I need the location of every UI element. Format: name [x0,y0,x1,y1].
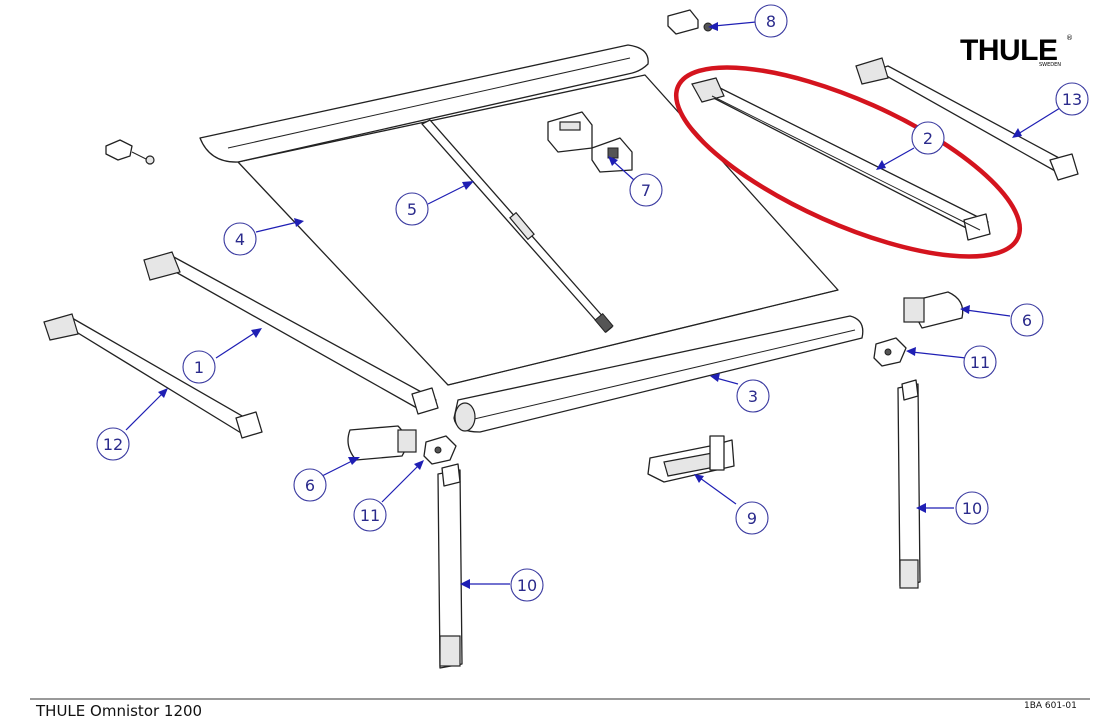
callout-12: 12 [96,427,130,461]
part-10-leg-right [897,379,921,589]
callout-6-left: 6 [293,468,327,502]
part-3-case [453,315,864,433]
svg-text:5: 5 [407,200,417,219]
svg-text:7: 7 [641,181,651,200]
svg-text:3: 3 [748,387,758,406]
svg-text:10: 10 [517,576,537,595]
callout-4: 4 [223,222,257,256]
leader-lines [125,21,1061,589]
part-11-clip-right [873,337,907,367]
part-5-tension-rafter [421,119,614,334]
footer-title: THULE Omnistor 1200 [35,702,202,720]
callout-8: 8 [754,4,788,38]
part-10-leg-left [437,463,463,669]
callout-3: 3 [736,379,770,413]
part-6-end-cap-right [903,291,964,329]
highlight-ellipse [673,65,1023,259]
part-8-cap [667,9,713,35]
callout-11-right: 11 [963,345,997,379]
svg-text:6: 6 [1022,311,1032,330]
part-2-lead-rail [691,77,991,241]
footer: THULE Omnistor 1200 1BA 601-01 [30,698,1090,720]
callout-10-left: 10 [510,568,544,602]
callout-11-left: 11 [353,498,387,532]
part-6-end-cap-left [347,425,417,461]
thule-logo: THULE ® SWEDEN [960,34,1073,68]
callout-10-right: 10 [955,491,989,525]
svg-text:6: 6 [305,476,315,495]
callout-13: 13 [1055,82,1089,116]
registered-mark: ® [1066,34,1073,42]
callouts: 8 13 2 7 5 4 6 11 [96,4,1089,602]
part-13-arm [855,57,1079,181]
svg-text:4: 4 [235,230,245,249]
callout-2: 2 [911,121,945,155]
svg-text:11: 11 [970,353,990,372]
logo-wordmark: THULE [960,34,1058,67]
callout-5: 5 [395,192,429,226]
part-11-clip-left [423,435,457,465]
svg-text:10: 10 [962,499,982,518]
svg-text:9: 9 [747,509,757,528]
part-12-arm [43,313,263,439]
svg-text:11: 11 [360,506,380,525]
svg-text:12: 12 [103,435,123,454]
screw-part [105,139,155,165]
callout-6-right: 6 [1010,303,1044,337]
callout-9: 9 [735,501,769,535]
svg-text:13: 13 [1062,90,1082,109]
callout-7: 7 [629,173,663,207]
part-4-awning-fabric [199,44,839,386]
footer-code: 1BA 601-01 [1024,701,1077,711]
part-7-bracket [547,111,633,173]
svg-text:1: 1 [194,358,204,377]
callout-1: 1 [182,350,216,384]
svg-text:2: 2 [923,129,933,148]
part-9-bracket [647,435,735,483]
logo-subtext: SWEDEN [1039,62,1061,68]
part-1-arm [143,251,439,415]
svg-text:8: 8 [766,12,776,31]
